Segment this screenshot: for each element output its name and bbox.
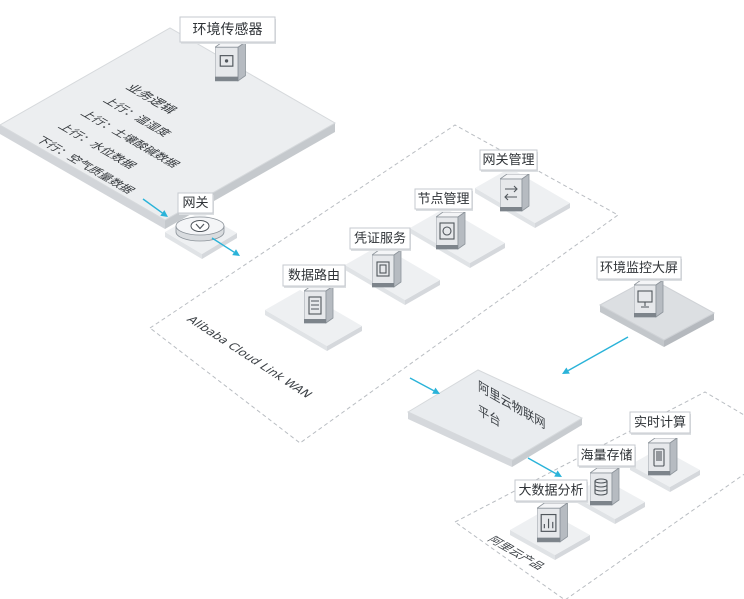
svg-text:环境监控大屏: 环境监控大屏: [600, 261, 678, 276]
arrow-gateway-to-link-wan-head: [232, 249, 240, 256]
monitor-screen-icon: [634, 280, 664, 318]
label-mass-storage: 海量存储: [577, 444, 636, 468]
realtime-compute-icon: [648, 438, 678, 476]
arrow-link-wan-to-iot-platform: [409, 377, 440, 394]
svg-text:实时计算: 实时计算: [634, 416, 686, 431]
label-node-management: 节点管理: [414, 188, 473, 211]
label-big-data-analysis: 大数据分析: [514, 479, 588, 503]
svg-text:环境传感器: 环境传感器: [193, 21, 263, 38]
svg-text:网关管理: 网关管理: [482, 153, 534, 168]
arrow-gateway-to-link-wan: [211, 237, 240, 256]
arrow-iot-platform-to-products-line: [527, 457, 557, 475]
routing-server-icon: [304, 286, 334, 324]
big-data-analysis-icon: [537, 503, 568, 543]
arrow-slab-to-gateway-line: [142, 198, 163, 214]
arrow-monitor-to-iot-platform-line: [567, 336, 629, 372]
label-credential-service: 凭证服务: [349, 227, 411, 251]
label-sensor: 环境传感器: [179, 16, 276, 44]
svg-text:海量存储: 海量存储: [580, 449, 632, 464]
arrow-slab-to-gateway-head: [160, 210, 168, 217]
svg-text:凭证服务: 凭证服务: [354, 231, 406, 247]
label-realtime-compute: 实时计算: [629, 411, 691, 435]
svg-text:数据路由: 数据路由: [288, 268, 340, 284]
credential-server-icon: [372, 250, 402, 288]
arrow-monitor-to-iot-platform: [562, 336, 629, 374]
arrow-monitor-to-iot-platform-head: [562, 367, 570, 374]
svg-text:大数据分析: 大数据分析: [518, 484, 583, 499]
storage-icon: [590, 468, 620, 506]
flow-arrows: [142, 198, 629, 477]
label-gateway-management: 网关管理: [479, 149, 538, 172]
arrow-gateway-to-link-wan-line: [211, 237, 235, 253]
label-monitor-screen: 环境监控大屏: [596, 256, 682, 281]
gateway-device-icon: [175, 216, 225, 242]
arrow-slab-to-gateway: [142, 198, 168, 217]
arrow-link-wan-to-iot-platform-line: [409, 377, 435, 392]
node-server-icon: [436, 212, 466, 250]
sensor-device-icon: [215, 42, 246, 82]
arrow-iot-platform-to-products: [527, 457, 562, 477]
cloud-products-region: [454, 391, 744, 599]
gateway-management-server-icon: [500, 174, 530, 212]
svg-text:网关: 网关: [182, 196, 208, 211]
iot-platform-slab: [406, 369, 584, 467]
label-gateway: 网关: [177, 192, 214, 215]
arrow-link-wan-to-iot-platform-head: [432, 387, 440, 394]
arrow-iot-platform-to-products-head: [554, 470, 562, 477]
label-data-routing: 数据路由: [282, 264, 346, 288]
svg-text:节点管理: 节点管理: [417, 192, 469, 207]
